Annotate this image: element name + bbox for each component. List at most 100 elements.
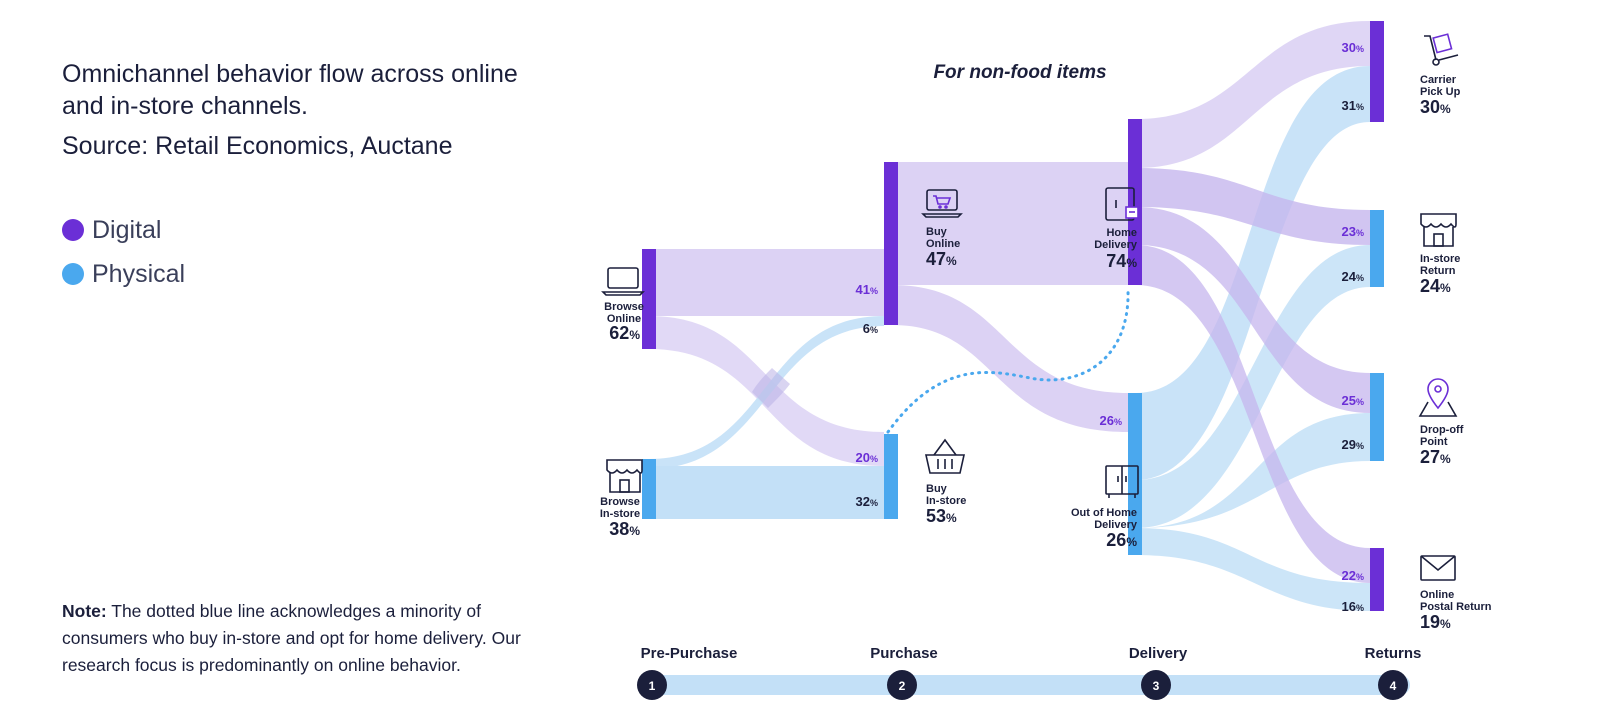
out-of-home-line1: Out of Home xyxy=(1071,507,1137,519)
out-of-home-line2: Delivery xyxy=(1094,519,1138,531)
stage-number-1: 1 xyxy=(649,679,656,693)
node-dropoff-point: Drop-off Point 27% xyxy=(1418,378,1464,467)
flow-ooh-to-carrier xyxy=(1136,66,1370,480)
node-bars xyxy=(642,21,1384,611)
browse-online-line2: Online xyxy=(607,313,641,325)
basket-icon xyxy=(925,438,965,474)
timeline-track xyxy=(650,675,1410,695)
diagram-subtitle: For non-food items xyxy=(933,62,1106,83)
home-delivery-line1: Home xyxy=(1106,227,1137,239)
stage-number-4: 4 xyxy=(1390,679,1397,693)
legend-label-digital: Digital xyxy=(92,215,162,244)
bar-out-of-home xyxy=(1128,393,1142,555)
legend: Digital Physical xyxy=(62,208,185,296)
label-instore-digital: 23% xyxy=(1342,224,1364,239)
storefront-icon xyxy=(606,459,643,493)
legend-label-physical: Physical xyxy=(92,259,186,288)
door-package-icon xyxy=(1105,187,1139,221)
stage-label-delivery: Delivery xyxy=(1129,645,1188,662)
buy-instore-value: 53% xyxy=(926,506,957,526)
label-dropoff-physical: 29% xyxy=(1342,437,1364,452)
flow-home-to-postal xyxy=(1136,245,1370,583)
footnote: Note: The dotted blue line acknowledges … xyxy=(62,598,562,679)
node-carrier-pickup: Carrier Pick Up 30% xyxy=(1420,33,1461,117)
laptop-cart-icon xyxy=(921,189,963,218)
buy-online-value: 47% xyxy=(926,249,957,269)
chart-source: Source: Retail Economics, Auctane xyxy=(62,132,453,160)
storefront-icon xyxy=(1420,213,1457,247)
map-pin-icon xyxy=(1418,378,1458,417)
stage-label-pre-purchase: Pre-Purchase xyxy=(641,645,738,662)
node-browse-instore: Browse In-store 38% xyxy=(600,459,643,539)
bar-home-delivery xyxy=(1128,119,1142,285)
legend-item-digital: Digital xyxy=(62,208,185,252)
stage-label-returns: Returns xyxy=(1365,645,1422,662)
label-instore-to-online: 6% xyxy=(863,321,878,336)
online-postal-line1: Online xyxy=(1420,589,1454,601)
legend-swatch-digital xyxy=(62,219,84,241)
node-buy-instore: Buy In-store 53% xyxy=(925,438,966,526)
stage-marker-4 xyxy=(1378,670,1408,700)
chart-title: Omnichannel behavior flow across online … xyxy=(62,60,518,120)
buy-online-line1: Buy xyxy=(926,226,948,238)
node-buy-online: Buy Online 47% xyxy=(921,189,963,269)
label-dropoff-digital: 25% xyxy=(1342,393,1364,408)
instore-return-line2: Return xyxy=(1420,265,1456,277)
stage-label-purchase: Purchase xyxy=(870,645,938,662)
flow-browse-online-to-buy-online xyxy=(649,249,884,316)
label-postal-digital: 22% xyxy=(1342,568,1364,583)
label-postal-physical: 16% xyxy=(1342,599,1364,614)
bar-instore-return xyxy=(1370,210,1384,287)
instore-return-line1: In-store xyxy=(1420,253,1460,265)
browse-online-value: 62% xyxy=(609,323,640,343)
buy-instore-line1: Buy xyxy=(926,483,948,495)
carrier-pickup-line2: Pick Up xyxy=(1420,86,1461,98)
browse-instore-value: 38% xyxy=(609,519,640,539)
flow-home-to-carrier xyxy=(1136,21,1370,168)
online-postal-line2: Postal Return xyxy=(1420,601,1492,613)
flow-browse-instore-to-buy-instore xyxy=(649,466,884,519)
stage-marker-3 xyxy=(1141,670,1171,700)
home-delivery-value: 74% xyxy=(1106,251,1137,271)
flow-home-to-dropoff xyxy=(1136,207,1370,413)
flow-crossing-tint xyxy=(752,368,790,408)
stage-marker-1 xyxy=(637,670,667,700)
instore-return-value: 24% xyxy=(1420,276,1451,296)
label-buyonline-to-ooh: 26% xyxy=(1100,413,1122,428)
label-online-to-instore: 20% xyxy=(856,450,878,465)
carrier-pickup-line1: Carrier xyxy=(1420,74,1457,86)
hand-truck-icon xyxy=(1424,33,1459,66)
buy-online-line2: Online xyxy=(926,238,960,250)
locker-icon xyxy=(1105,465,1139,498)
node-browse-online: Browse Online 62% xyxy=(601,267,645,343)
dropoff-point-line1: Drop-off xyxy=(1420,424,1464,436)
online-postal-value: 19% xyxy=(1420,612,1451,632)
label-carrier-digital: 30% xyxy=(1342,40,1364,55)
flow-ooh-to-instore-return xyxy=(1136,245,1370,528)
stage-number-3: 3 xyxy=(1153,679,1160,693)
envelope-icon xyxy=(1420,555,1456,581)
flow-ooh-to-dropoff xyxy=(1136,413,1370,528)
node-out-of-home: Out of Home Delivery 26% xyxy=(1071,465,1139,550)
dropoff-point-value: 27% xyxy=(1420,447,1451,467)
stage-timeline: Pre-Purchase Purchase Delivery Returns 1… xyxy=(637,645,1421,700)
legend-swatch-physical xyxy=(62,263,84,285)
label-instore-to-instore: 32% xyxy=(856,494,878,509)
flow-buy-online-to-home-delivery xyxy=(892,162,1128,285)
bar-buy-online xyxy=(884,162,898,325)
bar-browse-instore xyxy=(642,459,656,519)
flow-labels: 41% 6% 20% 32% 26% 30% 31% 23% 24% 25% 2… xyxy=(856,40,1364,614)
flow-home-to-instore-return xyxy=(1136,168,1370,245)
label-online-to-online: 41% xyxy=(856,282,878,297)
label-carrier-physical: 31% xyxy=(1342,98,1364,113)
bar-dropoff-point xyxy=(1370,373,1384,461)
node-home-delivery: Home Delivery 74% xyxy=(1094,187,1139,271)
note-label: Note: xyxy=(62,601,107,621)
browse-instore-line1: Browse xyxy=(600,496,640,508)
bar-browse-online xyxy=(642,249,656,349)
bar-carrier-pickup xyxy=(1370,21,1384,122)
legend-item-physical: Physical xyxy=(62,252,185,296)
out-of-home-value: 26% xyxy=(1106,530,1137,550)
flow-buy-online-to-out-of-home xyxy=(892,285,1128,432)
